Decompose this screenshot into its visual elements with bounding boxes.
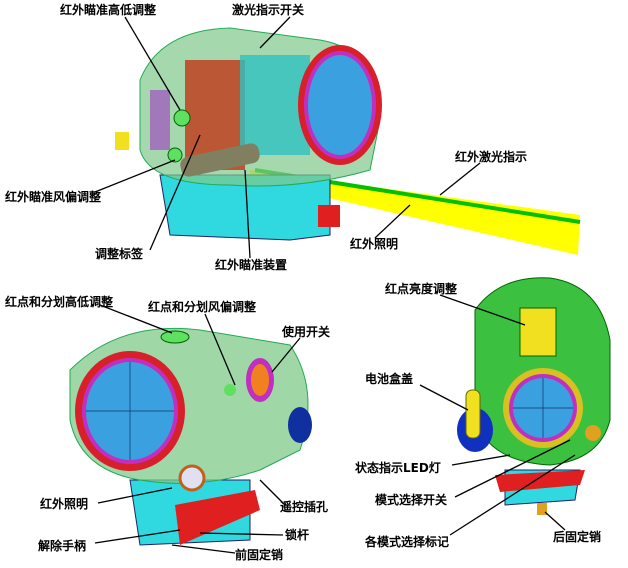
- label-ir-aim-elevation: 红外瞄准高低调整: [60, 3, 157, 17]
- ir-illumination-beam: [250, 170, 580, 255]
- label-lock-lever: 锁杆: [285, 528, 310, 542]
- front-sight-render: [457, 277, 611, 515]
- label-status-led: 状态指示LED灯: [355, 461, 441, 475]
- label-remote-jack: 遥控插孔: [280, 500, 329, 514]
- label-mode-switch: 模式选择开关: [375, 493, 448, 507]
- label-reddot-elevation: 红点和分划高低调整: [5, 295, 114, 309]
- label-ir-laser-beam: 红外激光指示: [455, 150, 528, 164]
- label-ir-aim-windage: 红外瞄准风偏调整: [5, 190, 102, 204]
- label-release-handle: 解除手柄: [38, 539, 87, 553]
- label-laser-switch: 激光指示开关: [232, 3, 305, 17]
- label-front-pin: 前固定销: [235, 548, 284, 562]
- left-sight-render: [69, 327, 312, 546]
- label-power-switch: 使用开关: [282, 325, 331, 339]
- top-sight-render: [115, 27, 581, 255]
- label-rear-pin: 后固定销: [553, 530, 602, 544]
- label-ir-illumination-top: 红外照明: [350, 237, 399, 251]
- label-reddot-windage: 红点和分划风偏调整: [148, 300, 257, 314]
- label-battery-cover: 电池盒盖: [365, 372, 414, 386]
- label-adjust-tag: 调整标签: [95, 247, 144, 261]
- label-ir-aim-device: 红外瞄准装置: [215, 258, 288, 272]
- label-ir-illumination-left: 红外照明: [40, 497, 89, 511]
- label-mode-marks: 各模式选择标记: [365, 535, 450, 549]
- label-brightness-adjust: 红点亮度调整: [385, 282, 458, 296]
- leader-lines: [94, 16, 576, 554]
